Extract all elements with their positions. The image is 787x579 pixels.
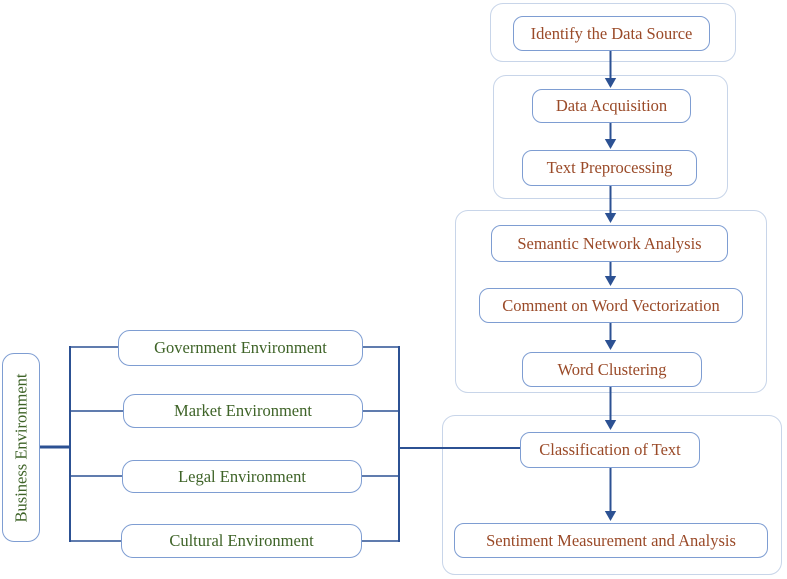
arrow-clustering-to-classification	[604, 387, 617, 430]
arrow-classification-to-sentiment	[604, 468, 617, 521]
node-cultural-environment: Cultural Environment	[121, 524, 362, 558]
node-market-environment: Market Environment	[123, 394, 363, 428]
arrow-acquisition-to-preprocessing	[604, 123, 617, 149]
node-classification-of-text: Classification of Text	[520, 432, 700, 468]
arrow-preprocessing-to-semantic	[604, 186, 617, 223]
arrow-semantic-to-vectorization	[604, 262, 617, 286]
node-data-acquisition: Data Acquisition	[532, 89, 691, 123]
node-semantic-network-analysis: Semantic Network Analysis	[491, 225, 728, 262]
node-word-clustering: Word Clustering	[522, 352, 702, 387]
node-legal-environment: Legal Environment	[122, 460, 362, 493]
arrow-identify-to-acquisition	[604, 51, 617, 88]
node-government-environment: Government Environment	[118, 330, 363, 366]
node-comment-word-vectorization: Comment on Word Vectorization	[479, 288, 743, 323]
arrow-vectorization-to-clustering	[604, 323, 617, 350]
node-business-environment: Business Environment	[2, 353, 40, 542]
node-sentiment-measurement-analysis: Sentiment Measurement and Analysis	[454, 523, 768, 558]
node-text-preprocessing: Text Preprocessing	[522, 150, 697, 186]
node-identify-data-source: Identify the Data Source	[513, 16, 710, 51]
business-environment-label: Business Environment	[11, 373, 31, 522]
